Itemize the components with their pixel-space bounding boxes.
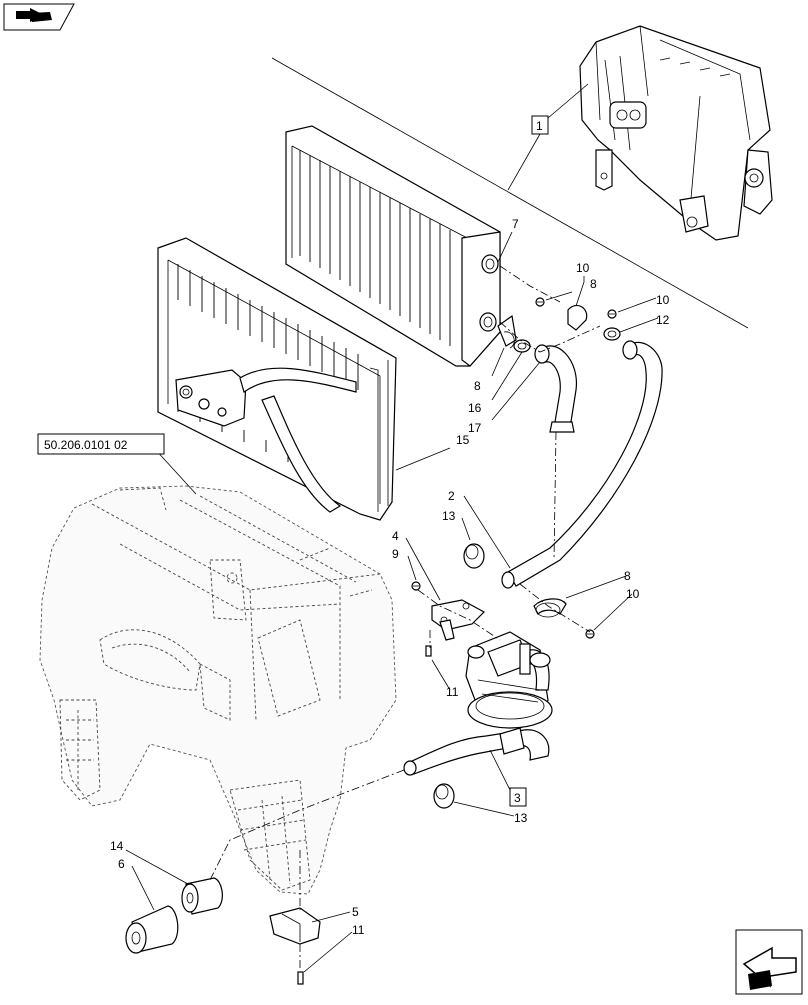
callout-11-bottom: 11 (352, 923, 365, 937)
book-pointer-icon[interactable] (3, 3, 75, 31)
bracket-4 (431, 599, 485, 641)
callout-2: 2 (448, 489, 455, 503)
hvac-assembly-thumbnail (579, 25, 773, 241)
plug-13-top (463, 543, 485, 569)
callout-6: 6 (118, 857, 125, 871)
separator-line (271, 57, 749, 329)
screw-10-top (535, 297, 545, 307)
callout-10-top: 10 (576, 261, 590, 275)
callout-box-3 (509, 787, 527, 807)
callout-11-middle: 11 (446, 685, 459, 699)
bushing-6 (125, 905, 179, 954)
callout-3: 3 (514, 791, 521, 805)
next-page-arrow-icon[interactable] (735, 929, 803, 995)
screw-10-middle (585, 629, 595, 639)
evaporator-core (157, 237, 397, 521)
callout-14: 14 (110, 839, 124, 853)
callout-8-top-right: 8 (590, 277, 597, 291)
screw-11-middle (425, 645, 432, 657)
callout-8-left: 8 (474, 379, 481, 393)
callout-7: 7 (512, 217, 519, 231)
callout-12: 12 (656, 313, 670, 327)
o-ring-16 (513, 339, 531, 353)
callout-1: 1 (536, 119, 543, 133)
water-valve (465, 631, 553, 729)
callout-8-middle: 8 (624, 569, 631, 583)
callout-10-right: 10 (656, 293, 670, 307)
clamp-8-top-right (567, 305, 588, 331)
reference-label: 50.206.0101 02 (44, 438, 128, 452)
clamp-8-middle (533, 598, 567, 618)
callout-13-bottom: 13 (514, 811, 528, 825)
callout-16: 16 (468, 401, 482, 415)
callout-15: 15 (456, 433, 470, 447)
reference-box[interactable] (37, 433, 165, 455)
callout-10-middle: 10 (626, 587, 640, 601)
callout-9: 9 (392, 547, 399, 561)
bushing-14 (181, 877, 223, 915)
callout-5: 5 (352, 905, 359, 919)
plug-13-bottom (433, 783, 455, 809)
screw-11-bottom (297, 971, 304, 985)
screw-10-right (607, 309, 617, 319)
callout-4: 4 (392, 529, 399, 543)
hose-17 (534, 344, 577, 433)
callout-13-top: 13 (442, 509, 456, 523)
screw-9 (411, 581, 421, 591)
hvac-housing (39, 485, 397, 895)
clamp-8-top-left (497, 314, 517, 349)
heater-core (285, 125, 501, 367)
hose-3 (403, 727, 550, 776)
o-ring-12 (603, 327, 621, 341)
hose-2 (501, 340, 663, 589)
callout-17: 17 (468, 421, 482, 435)
bracket-5 (269, 907, 321, 945)
